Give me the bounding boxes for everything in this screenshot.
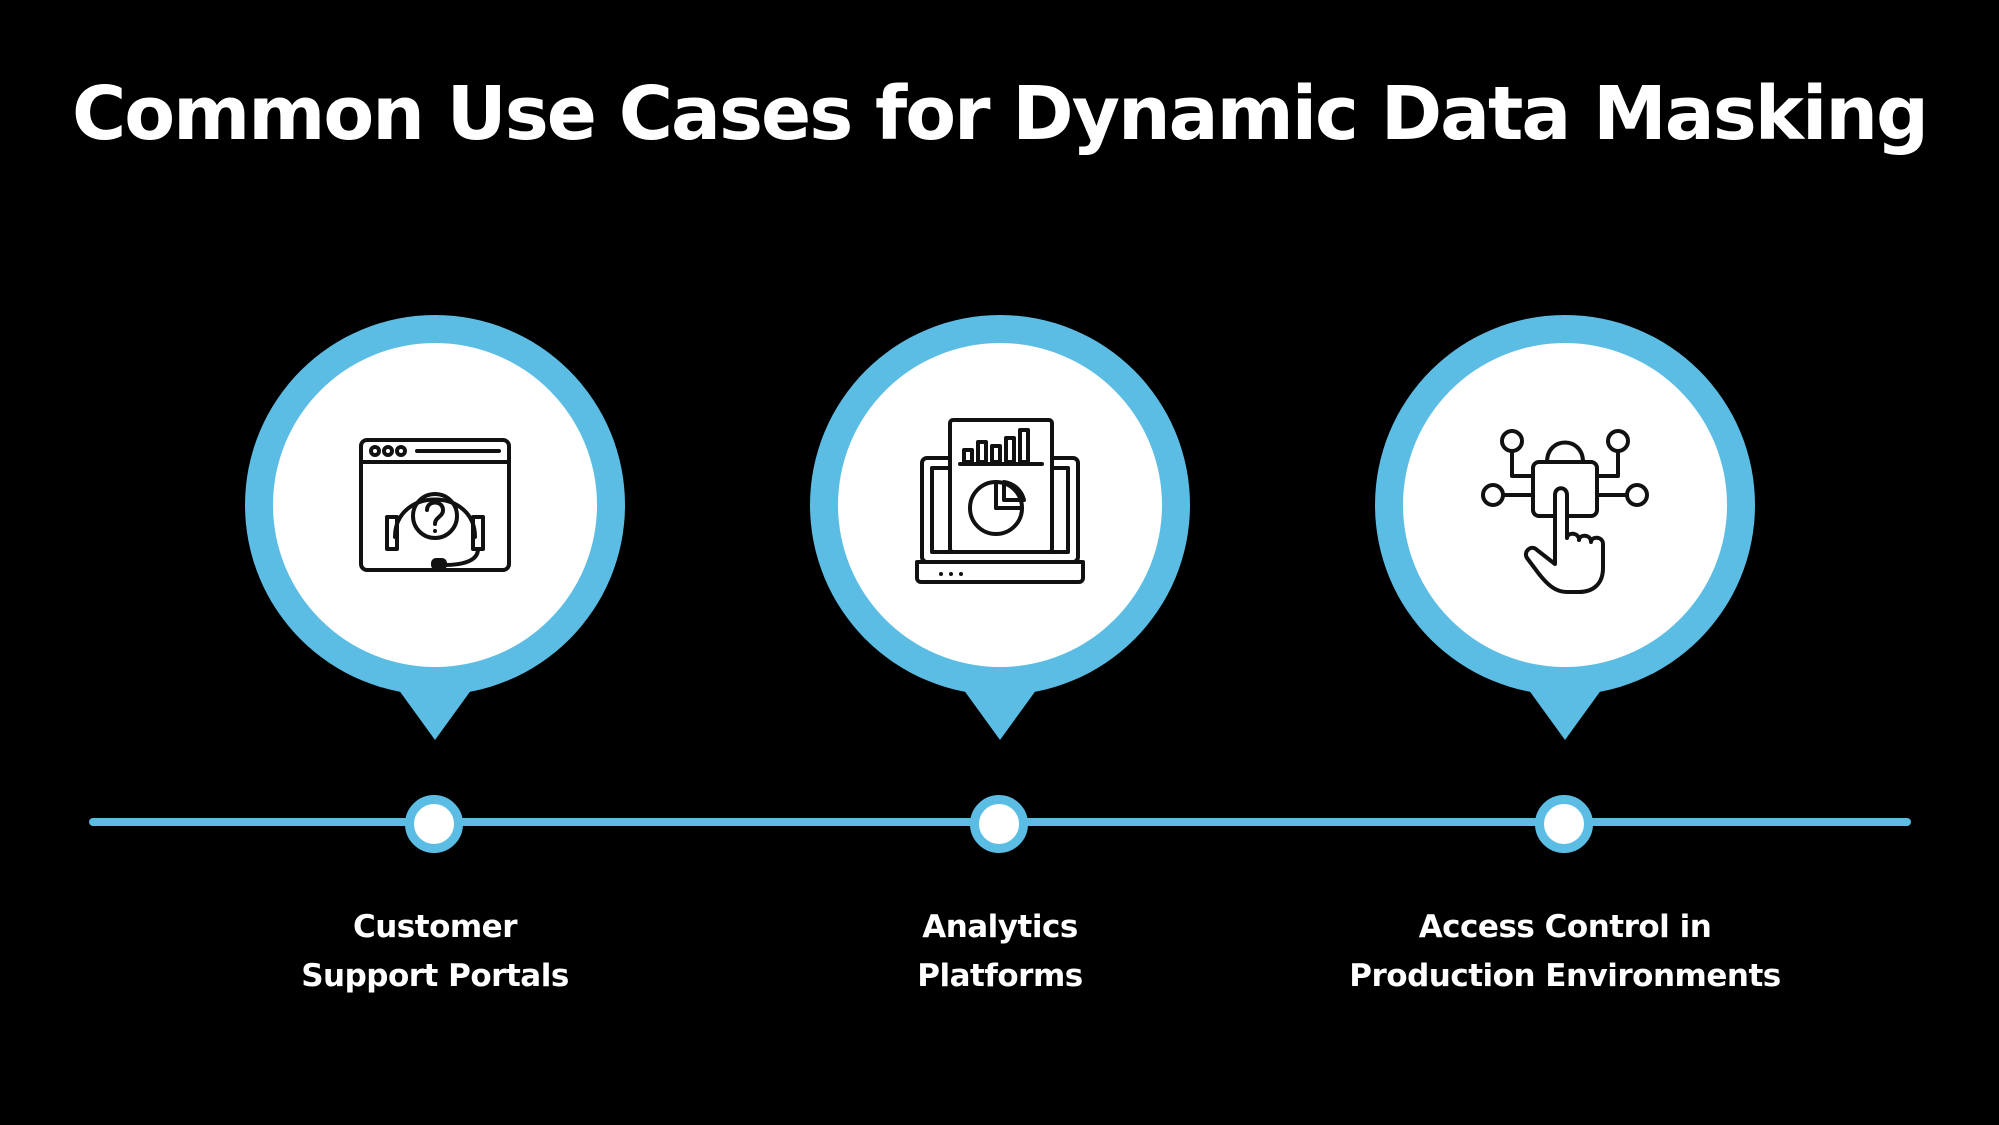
use-case-label-2: Analytics Platforms: [740, 903, 1260, 1001]
use-case-label-3-line1: Access Control in: [1418, 909, 1712, 945]
use-case-label-1: Customer Support Portals: [175, 903, 695, 1001]
page-title: Common Use Cases for Dynamic Data Maskin…: [72, 71, 1929, 157]
timeline-marker-1: [405, 795, 463, 853]
use-case-label-2-line2: Platforms: [917, 958, 1083, 994]
use-case-label-2-line1: Analytics: [922, 909, 1078, 945]
timeline-marker-2: [970, 795, 1028, 853]
use-case-label-3-line2: Production Environments: [1349, 958, 1781, 994]
access-control-icon: [1481, 429, 1649, 594]
use-case-pin-analytics: [810, 312, 1190, 742]
analytics-dashboard-icon: [915, 418, 1085, 584]
use-case-label-1-line2: Support Portals: [301, 958, 569, 994]
use-case-label-3: Access Control in Production Environment…: [1305, 903, 1825, 1001]
use-case-pin-access-control: [1375, 312, 1755, 742]
use-case-label-1-line1: Customer: [352, 909, 518, 945]
customer-support-icon: [359, 438, 511, 572]
timeline-marker-3: [1535, 795, 1593, 853]
use-case-pin-customer-support: [245, 312, 625, 742]
